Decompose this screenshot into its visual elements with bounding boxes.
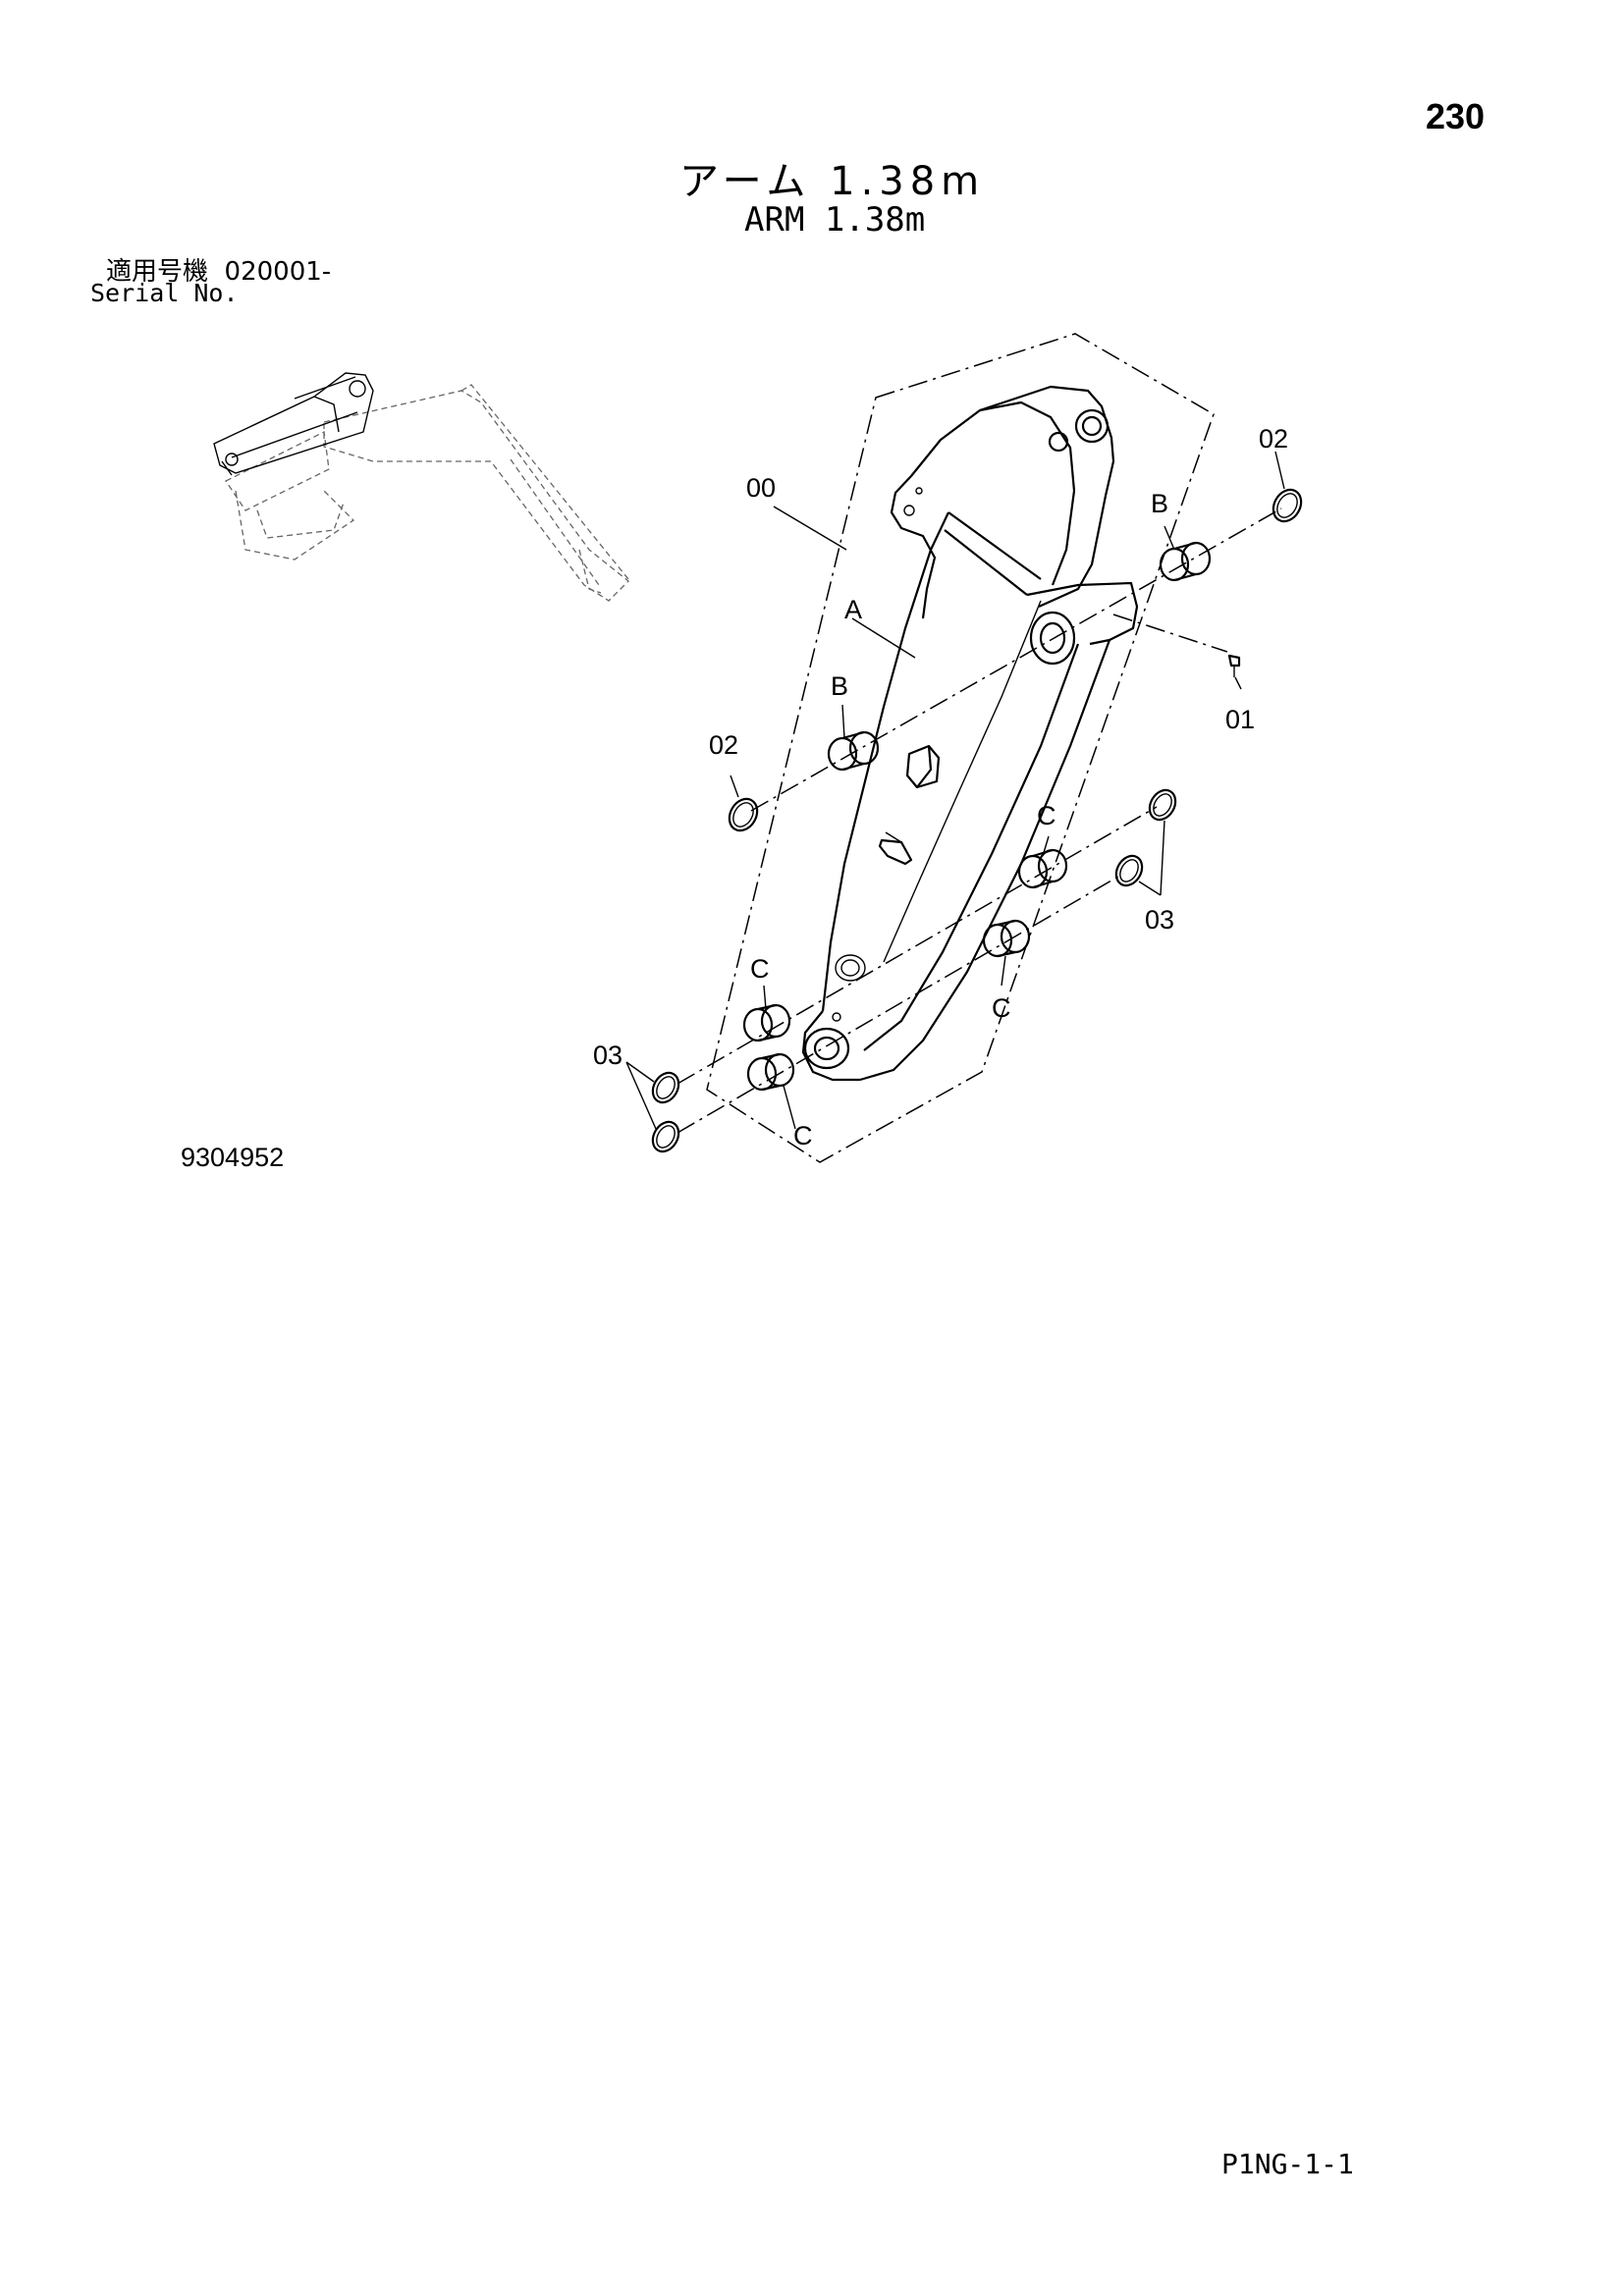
center-lines <box>677 507 1282 1134</box>
callout-c-lower-right: C <box>992 993 1011 1023</box>
page-title-japanese: アーム 1.38m <box>679 159 986 204</box>
callout-b-left: B <box>831 671 848 701</box>
pin-part <box>1227 654 1241 677</box>
arm-body <box>801 385 1139 1082</box>
callout-c-upper-left: C <box>750 954 770 984</box>
callout-02-lower: 02 <box>709 730 738 760</box>
bushing-b-left <box>827 730 880 772</box>
callout-02-upper: 02 <box>1259 424 1288 454</box>
bushings-c <box>742 848 1068 1092</box>
serial-label-english: Serial No. <box>90 279 239 307</box>
callout-a: A <box>844 595 862 624</box>
serial-applicability: 適用号機 020001- <box>106 251 331 288</box>
leader-lines <box>625 451 1285 1130</box>
assembly-boundary <box>706 333 1215 1163</box>
page-title-english: ARM 1.38m <box>744 200 926 240</box>
callout-c-upper-right: C <box>1037 801 1056 830</box>
callout-01: 01 <box>1225 705 1255 734</box>
drawing-number: 9304952 <box>181 1143 285 1172</box>
page-number: 230 <box>1426 96 1486 136</box>
page-code: P1NG-1-1 <box>1221 2148 1354 2180</box>
callout-b-right: B <box>1151 489 1168 518</box>
bushing-b-right <box>1159 541 1212 582</box>
callout-03-right: 03 <box>1145 905 1174 934</box>
callout-c-lower-left: C <box>793 1121 813 1150</box>
serial-value: 020001- <box>224 257 332 287</box>
serial-label-japanese: 適用号機 <box>106 257 209 287</box>
callout-00: 00 <box>746 473 776 503</box>
callout-03-left: 03 <box>593 1041 623 1070</box>
rings <box>651 488 1303 1153</box>
location-thumbnail <box>213 372 629 602</box>
